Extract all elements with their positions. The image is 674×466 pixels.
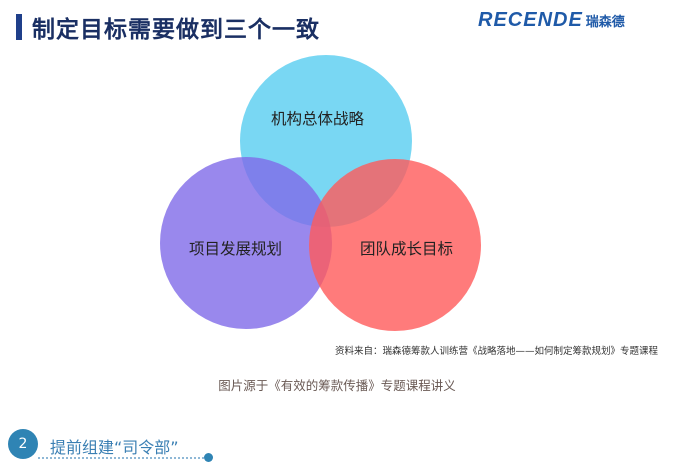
label-project: 项目发展规划 <box>189 240 283 258</box>
label-strategy: 机构总体战略 <box>271 110 365 128</box>
circle-project <box>160 157 332 329</box>
title-accent-bar <box>16 14 22 40</box>
page-title: 制定目标需要做到三个一致 <box>32 17 320 43</box>
logo-text: RECENDE <box>478 8 583 31</box>
step-dot <box>204 453 213 462</box>
label-team: 团队成长目标 <box>360 240 454 258</box>
step-divider <box>38 457 208 459</box>
logo-cn-text: 瑞森德 <box>585 14 625 30</box>
step-number-badge: 2 <box>8 429 38 459</box>
step-label: 提前组建“司令部” <box>50 438 179 457</box>
circle-team <box>309 159 481 331</box>
recende-logo: RECENDE 瑞森德 <box>478 8 625 32</box>
image-caption: 图片源于《有效的筹款传播》专题课程讲义 <box>218 378 456 393</box>
source-note: 资料来自：瑞森德筹款人训练营《战略落地——如何制定筹款规划》专题课程 <box>334 346 658 357</box>
